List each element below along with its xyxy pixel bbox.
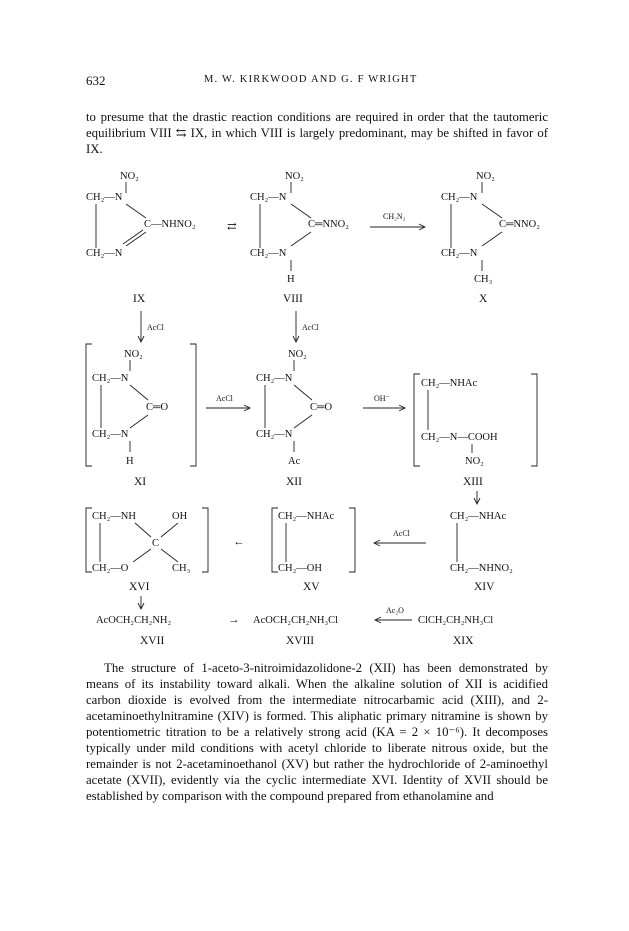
xii-no2: NO₂ — [288, 349, 307, 360]
xi-no2: NO₂ — [124, 349, 143, 360]
ix-ch2-n-top: CH₂—N — [86, 192, 123, 203]
xix-formula: ClCH₂CH₂NH₃Cl — [418, 615, 493, 626]
structure-xi: NO₂ CH₂—N C═O CH₂—N H — [85, 343, 197, 467]
structure-xiii: CH₂—NHAc CH₂—N—COOH NO₂ — [413, 373, 538, 467]
reagent-ac2o: Ac₂O — [386, 606, 404, 615]
xiv-ch2-nhno2: CH₂—NHNO₂ — [450, 563, 513, 574]
label-xvi: XVI — [129, 581, 150, 593]
running-head: M. W. KIRKWOOD AND G. F WRIGHT — [204, 74, 418, 85]
viii-ch2-n-top: CH₂—N — [250, 192, 287, 203]
reagent-accl-xiv: AcCl — [393, 529, 411, 538]
structure-xii: NO₂ CH₂—N C═O CH₂—N Ac — [256, 349, 332, 467]
structure-xvi: CH₂—NH OH C CH₂—O CH₃ — [85, 507, 209, 574]
viii-no2: NO₂ — [285, 171, 304, 182]
arrow-xv-to-xvi: ← — [233, 536, 245, 548]
xiii-ch2-n-cooh: CH₂—N—COOH — [421, 432, 498, 443]
reagent-accl-xi: AcCl — [216, 394, 234, 403]
xii-c-o: C═O — [310, 402, 332, 413]
xvii-formula: AcOCH₂CH₂NH₂ — [96, 615, 171, 626]
reagent-accl-ix: AcCl — [147, 323, 165, 332]
ix-ch2-n-bottom: CH₂—N — [86, 248, 123, 259]
xvi-ch2-nh: CH₂—NH — [92, 511, 136, 522]
label-xix: XIX — [453, 635, 474, 647]
xiv-ch2-nhac: CH₂—NHAc — [450, 511, 506, 522]
xiii-no2: NO₂ — [465, 456, 484, 467]
xv-ch2-nhac: CH₂—NHAc — [278, 511, 334, 522]
viii-ch2-n-bottom: CH₂—N — [250, 248, 287, 259]
structure-x: NO₂ CH₂—N C═NNO₂ CH₂—N CH₃ — [441, 171, 540, 285]
label-xiv: XIV — [474, 581, 495, 593]
xii-ch2-n-top: CH₂—N — [256, 373, 293, 384]
xii-ch2-n-bottom: CH₂—N — [256, 429, 293, 440]
structure-ix: NO₂ CH₂—N C—NHNO₂ CH₂—N — [86, 171, 196, 259]
label-xvii: XVII — [140, 635, 164, 647]
label-xii: XII — [286, 476, 302, 488]
page-header: 632 M. W. KIRKWOOD AND G. F WRIGHT — [86, 73, 546, 89]
page-number: 632 — [86, 73, 106, 88]
xvi-oh: OH — [172, 511, 188, 522]
label-xi: XI — [134, 476, 146, 488]
xvi-c: C — [152, 538, 159, 549]
ix-c-nhno2: C—NHNO₂ — [144, 219, 196, 230]
xi-h: H — [126, 456, 134, 467]
equilibrium-arrow: ⇄ — [227, 221, 237, 233]
x-c-nno2: C═NNO₂ — [499, 219, 540, 230]
structure-xv: CH₂—NHAc CH₂—OH — [271, 507, 356, 574]
xii-ac: Ac — [288, 456, 301, 467]
ix-no2: NO₂ — [120, 171, 139, 182]
xvi-ch2-o: CH₂—O — [92, 563, 129, 574]
label-xv: XV — [303, 581, 320, 593]
reagent-oh: OH⁻ — [374, 394, 390, 403]
xi-ch2-n-top: CH₂—N — [92, 373, 129, 384]
label-x: X — [479, 293, 488, 305]
viii-c-nno2: C═NNO₂ — [308, 219, 349, 230]
paragraph-intro: to presume that the drastic reaction con… — [86, 110, 549, 156]
reagent-ch2n2: CH₂N₂ — [383, 212, 406, 221]
xviii-formula: AcOCH₂CH₂NH₃Cl — [253, 615, 338, 626]
label-xviii: XVIII — [286, 635, 314, 647]
xi-c-o: C═O — [146, 402, 168, 413]
structure-xiv: CH₂—NHAc CH₂—NHNO₂ — [450, 511, 513, 574]
viii-h: H — [287, 274, 295, 285]
label-xiii: XIII — [463, 476, 483, 488]
xi-ch2-n-bottom: CH₂—N — [92, 429, 129, 440]
x-ch2-n-bottom: CH₂—N — [441, 248, 478, 259]
xv-ch2-oh: CH₂—OH — [278, 563, 322, 574]
x-ch2-n-top: CH₂—N — [441, 192, 478, 203]
x-no2: NO₂ — [476, 171, 495, 182]
reagent-accl-viii: AcCl — [302, 323, 320, 332]
paragraph-discussion: The structure of 1-aceto-3-nitroimidazol… — [86, 661, 548, 803]
label-viii: VIII — [283, 293, 303, 305]
x-ch3: CH₃ — [474, 274, 493, 285]
xvi-ch3: CH₃ — [172, 563, 191, 574]
arrow-xvii-to-xviii: → — [228, 614, 240, 626]
label-ix: IX — [133, 293, 146, 305]
xiii-ch2-nhac: CH₂—NHAc — [421, 378, 477, 389]
structure-viii: NO₂ CH₂—N C═NNO₂ CH₂—N H — [250, 171, 349, 285]
